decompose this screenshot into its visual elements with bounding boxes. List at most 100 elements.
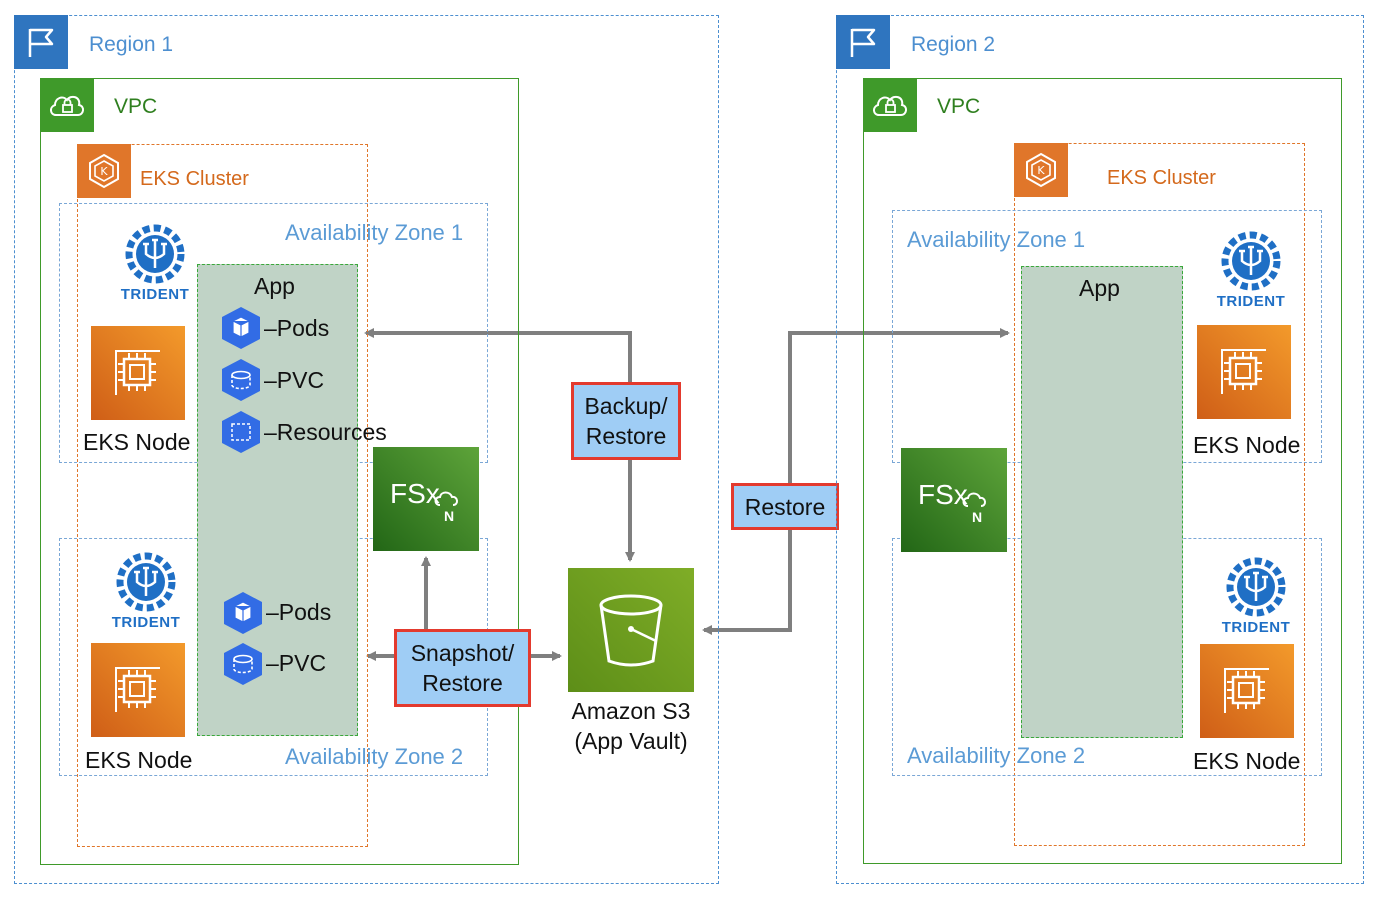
pvc-resource xyxy=(218,357,264,408)
ec2-chip-icon xyxy=(115,667,160,712)
region-1-vpc xyxy=(40,78,519,865)
ec2-chip-icon xyxy=(1221,349,1266,394)
region-1-app xyxy=(197,264,358,736)
svg-text:K: K xyxy=(100,165,108,178)
pod-resource-az2 xyxy=(220,590,266,641)
s3-label: Amazon S3 (App Vault) xyxy=(560,696,702,756)
fsx-icon: FSx N xyxy=(390,478,458,524)
ec2-chip-icon xyxy=(1224,668,1269,713)
pod-icon xyxy=(224,592,262,634)
pods-label-az2: –Pods xyxy=(266,599,332,625)
backup-to-pods-arrow xyxy=(364,328,632,383)
pvc-resource-az2 xyxy=(220,641,266,692)
restore-to-app-arrow xyxy=(788,328,1010,484)
region-1-eks-badge: K xyxy=(77,144,131,198)
flag-icon xyxy=(28,28,54,57)
fsx-text: FSx xyxy=(390,478,440,509)
pvc-label: –PVC xyxy=(264,367,325,393)
region-1-az-1-label: Availability Zone 1 xyxy=(285,220,464,245)
restore-text: Restore xyxy=(744,493,826,520)
svg-text:N: N xyxy=(444,508,454,524)
pvc-label-az2: –PVC xyxy=(266,650,327,676)
resources-icon xyxy=(222,411,260,453)
region-2-vpc-label: VPC xyxy=(937,95,981,118)
fsx-text: FSx xyxy=(918,479,968,510)
trident-label: TRIDENT xyxy=(1216,293,1286,310)
region-2-label: Region 2 xyxy=(911,33,996,56)
pods-text-az2: Pods xyxy=(278,599,332,625)
kubernetes-icon: K xyxy=(1026,152,1056,188)
backup-line: Backup/ xyxy=(584,393,668,419)
trident-az1: TRIDENT xyxy=(110,222,200,303)
eks-node-az2 xyxy=(91,643,185,737)
snapshot-line: Snapshot/ xyxy=(410,640,515,666)
fsx-region-1: FSx N xyxy=(373,447,479,551)
ec2-chip-icon xyxy=(115,350,160,395)
pvc-icon xyxy=(222,359,260,401)
resources-resource xyxy=(218,409,264,460)
s3-bucket-icon xyxy=(599,594,663,667)
region-1-label: Region 1 xyxy=(89,33,174,56)
trident-r2-az1: TRIDENT xyxy=(1206,229,1296,310)
trident-label: TRIDENT xyxy=(1221,619,1291,636)
pods-text: Pods xyxy=(276,315,330,341)
pvc-icon xyxy=(224,643,262,685)
region-2-boundary xyxy=(836,15,1364,884)
trident-label: TRIDENT xyxy=(120,286,190,303)
trident-icon xyxy=(116,552,176,612)
restore-line: Restore xyxy=(585,423,667,449)
snapshot-restore-line: Restore xyxy=(422,670,503,696)
region-1-app-label: App xyxy=(254,273,295,299)
region-2-app xyxy=(1021,266,1183,738)
eks-node-r2-az2 xyxy=(1200,644,1294,738)
region-2-eks-badge: K xyxy=(1014,143,1068,197)
region-1-az-2-label: Availability Zone 2 xyxy=(285,744,464,769)
eks-node-label-az1: EKS Node xyxy=(83,429,191,455)
eks-node-label-az2: EKS Node xyxy=(85,747,193,773)
flag-icon xyxy=(850,28,876,57)
trident-label: TRIDENT xyxy=(111,614,181,631)
restore-box: Restore xyxy=(731,483,839,530)
region-2-vpc-badge xyxy=(863,78,917,132)
eks-node-r2-az1 xyxy=(1197,325,1291,419)
region-2-eks-cluster xyxy=(1014,143,1305,846)
region-2-eks-label: EKS Cluster xyxy=(1107,167,1216,189)
trident-az2: TRIDENT xyxy=(101,550,191,631)
fsx-icon: FSx N xyxy=(918,479,986,525)
region-2-app-label: App xyxy=(1079,275,1120,301)
pods-label: –Pods xyxy=(264,315,330,341)
resources-label: –Resources xyxy=(264,419,387,445)
region-1-vpc-label: VPC xyxy=(114,95,158,118)
svg-text:K: K xyxy=(1037,164,1045,177)
cloud-lock-icon xyxy=(50,95,84,116)
trident-r2-az2: TRIDENT xyxy=(1211,555,1301,636)
region-1-vpc-badge xyxy=(40,78,94,132)
snapshot-restore-box: Snapshot/Restore xyxy=(394,629,531,707)
eks-node-label-r2-az2: EKS Node xyxy=(1193,748,1301,774)
trident-icon xyxy=(1226,557,1286,617)
backup-restore-box: Backup/Restore xyxy=(571,382,681,460)
region-2-az-1-label: Availability Zone 1 xyxy=(907,227,1086,252)
trident-icon xyxy=(1221,231,1281,291)
region-1-badge xyxy=(14,15,68,69)
s3-bucket xyxy=(568,568,694,692)
pvc-text-az2: PVC xyxy=(278,650,327,676)
region-2-az-2-label: Availability Zone 2 xyxy=(907,743,1086,768)
pod-resource xyxy=(218,305,264,356)
svg-text:N: N xyxy=(972,509,982,525)
pvc-text: PVC xyxy=(276,367,325,393)
region-1-eks-label: EKS Cluster xyxy=(140,168,249,190)
s3-label-line1: Amazon S3 xyxy=(571,698,691,724)
resources-text: Resources xyxy=(276,419,387,445)
region-1-boundary xyxy=(14,15,719,884)
trident-icon xyxy=(125,224,185,284)
eks-node-label-r2-az1: EKS Node xyxy=(1193,432,1301,458)
region-2-vpc xyxy=(863,78,1342,864)
region-1-eks-cluster xyxy=(77,144,368,847)
restore-to-s3-arrow xyxy=(702,530,792,635)
eks-node-az1 xyxy=(91,326,185,420)
region-2-badge xyxy=(836,15,890,69)
fsx-region-2: FSx N xyxy=(901,448,1007,552)
pod-icon xyxy=(222,307,260,349)
